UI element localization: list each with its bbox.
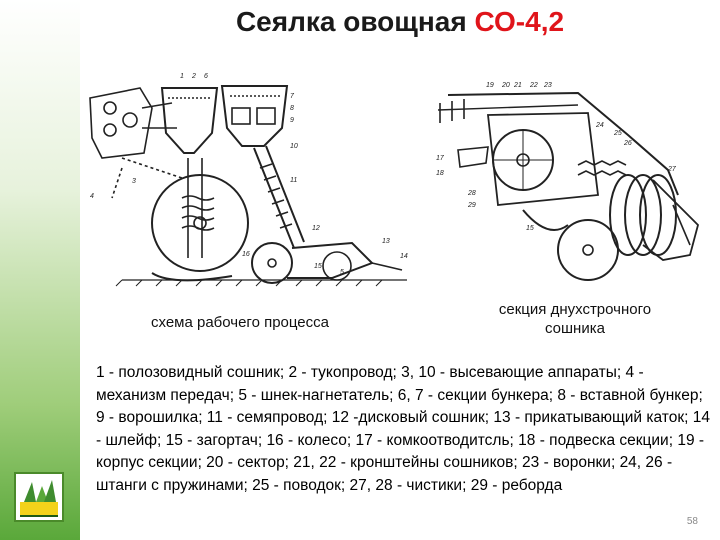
left-label-3: 3: [132, 178, 136, 185]
right-label-21: 21: [513, 82, 522, 89]
right-label-18: 18: [436, 170, 444, 177]
left-label-10: 10: [290, 143, 298, 150]
right-label-24: 24: [595, 122, 604, 129]
left-label-6: 6: [204, 73, 208, 80]
right-label-23: 23: [543, 82, 552, 89]
left-label-7: 7: [290, 93, 295, 100]
right-label-22: 22: [529, 82, 538, 89]
sidebar-gradient: [0, 0, 80, 540]
right-label-29: 29: [467, 202, 476, 209]
left-label-14: 14: [400, 253, 408, 260]
title-main: Сеялка овощная: [235, 6, 467, 37]
right-label-25: 25: [613, 130, 622, 137]
caption-working-process: схема рабочего процесса: [150, 314, 329, 331]
left-label-1: 1: [180, 73, 184, 80]
slide-title: Сеялка овощная СО-4,2: [80, 6, 720, 38]
right-label-19: 19: [486, 82, 494, 89]
left-label-11: 11: [290, 177, 297, 184]
parts-legend: 1 - полозовидный сошник; 2 - тукопровод;…: [96, 364, 710, 494]
right-label-15: 15: [526, 225, 534, 232]
left-label-8: 8: [290, 105, 294, 112]
right-label-17: 17: [436, 155, 445, 162]
opener-section-diagram: 15 17 18 19 20 21 22 23 24 25 26 27 28 2…: [436, 82, 700, 281]
left-label-4: 4: [90, 193, 94, 200]
right-label-28: 28: [467, 190, 476, 197]
left-label-5: 5: [340, 269, 344, 276]
title-model: СО-4,2: [474, 6, 565, 37]
left-label-15: 15: [314, 263, 322, 270]
university-logo-icon: [14, 472, 64, 522]
right-label-20: 20: [501, 82, 510, 89]
right-label-26: 26: [623, 140, 632, 147]
left-label-16: 16: [242, 251, 250, 258]
left-label-9: 9: [290, 117, 294, 124]
left-label-13: 13: [382, 238, 390, 245]
right-label-27: 27: [667, 166, 677, 173]
left-label-12: 12: [312, 225, 320, 232]
page-number: 58: [686, 516, 698, 527]
caption-opener-section: секция днухстрочного сошника: [498, 301, 652, 337]
left-label-2: 2: [191, 73, 196, 80]
working-process-diagram: 1 2 3 4 5 6 7 8 9 10 11 12 13 14 15 16: [89, 73, 408, 287]
